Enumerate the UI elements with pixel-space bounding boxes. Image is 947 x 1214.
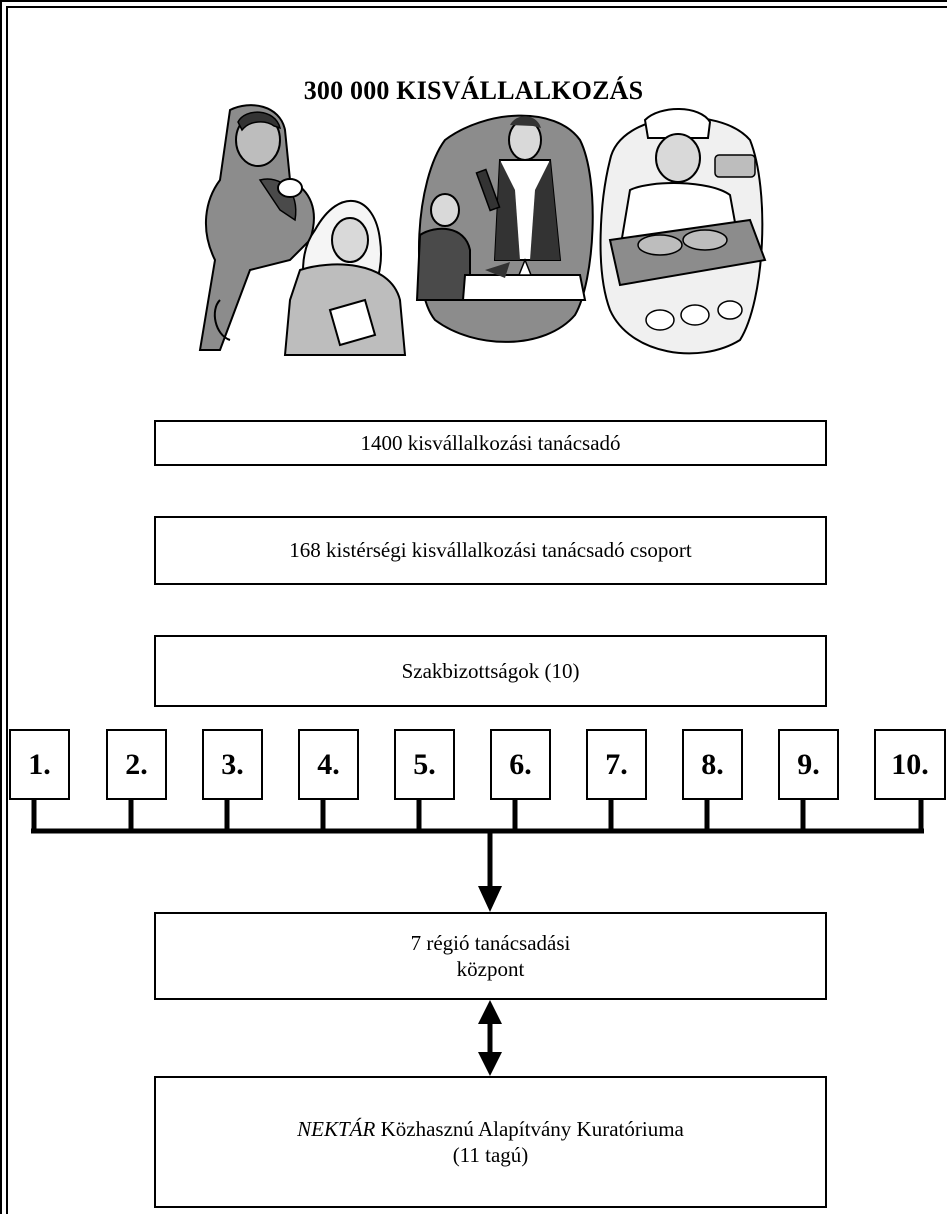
committees-box: Szakbizottságok (10) [154,635,827,707]
groups-label: 168 kistérségi kisvállalkozási tanácsadó… [289,538,692,563]
waiter-icon [415,114,594,343]
advisors-label: 1400 kisvállalkozási tanácsadó [360,430,621,455]
committee-10: 10. [874,729,946,800]
committee-5: 5. [394,729,455,800]
arrow-up-head [478,1000,502,1024]
committee-3: 3. [202,729,263,800]
committee-2: 2. [106,729,167,800]
regional-line2: központ [456,957,525,981]
board-name: NEKTÁR Közhasznú Alapítvány Kuratóriuma [297,1116,684,1142]
committee-6: 6. [490,729,551,800]
board-box: NEKTÁR Közhasznú Alapítvány Kuratóriuma … [154,1076,827,1208]
page-title: 300 000 KISVÁLLALKOZÁS [303,76,644,105]
board-members: (11 tagú) [452,1143,529,1167]
committees-label: Szakbizottságok (10) [401,658,580,683]
hairdresser-icon [198,104,407,356]
board-name-italic: NEKTÁR [297,1116,376,1141]
committee-7: 7. [586,729,647,800]
committee-1: 1. [9,729,70,800]
baker-icon [599,108,767,355]
committee-9: 9. [778,729,839,800]
arrow-down-head [478,886,502,912]
advisors-box: 1400 kisvállalkozási tanácsadó [154,420,827,466]
regional-line1: 7 régió tanácsadási [410,930,571,955]
regional-center-box: 7 régió tanácsadási központ [154,912,827,1000]
inner-frame [6,6,947,1214]
committee-8: 8. [682,729,743,800]
committee-4: 4. [298,729,359,800]
arrow-down-head-2 [478,1052,502,1076]
small-business-illustration [198,104,767,356]
board-name-rest: Közhasznú Alapítvány Kuratóriuma [375,1116,684,1141]
groups-box: 168 kistérségi kisvállalkozási tanácsadó… [154,516,827,585]
